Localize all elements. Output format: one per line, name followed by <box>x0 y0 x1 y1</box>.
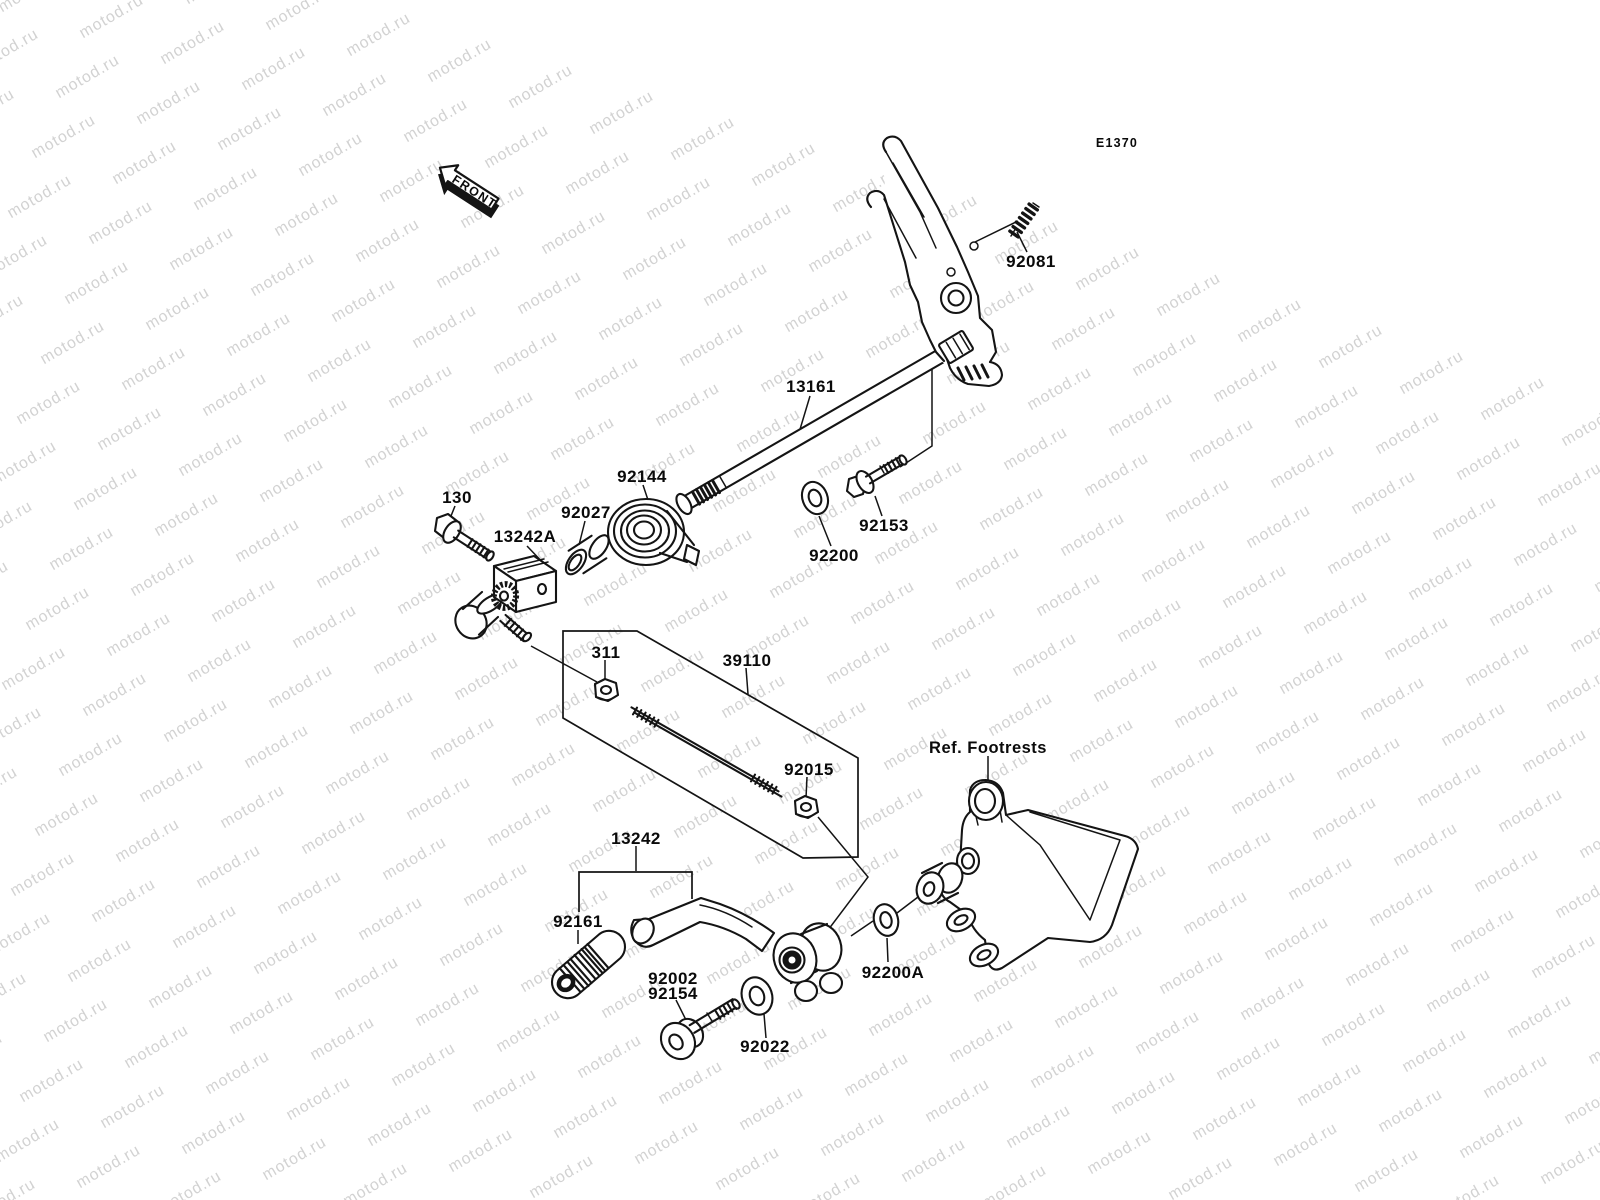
part-label-92015: 92015 <box>784 760 834 779</box>
leader-line-92144 <box>642 484 649 501</box>
part-label-311: 311 <box>592 643 621 662</box>
part-label-92153: 92153 <box>859 516 909 535</box>
leader-line-92153 <box>874 495 883 517</box>
leader-line-92081-assembly <box>974 220 1019 243</box>
shift-pedal-drawing <box>630 896 844 1003</box>
collar-92027-drawing <box>564 534 610 576</box>
nut-311-drawing <box>593 677 620 703</box>
footrest-bracket-drawing <box>915 778 1140 971</box>
detent-spring-92081-drawing <box>1008 202 1040 239</box>
leader-line-92200 <box>818 515 832 547</box>
shift-mechanism-drawing <box>866 135 1004 388</box>
part-label-13242A: 13242A <box>494 527 557 546</box>
part-label-92161: 92161 <box>553 912 603 931</box>
part-label-92027: 92027 <box>561 503 611 522</box>
group-box-39110 <box>562 630 859 859</box>
bolt-92002-92154-drawing <box>659 998 741 1061</box>
leader-line-311-assembly <box>530 645 598 683</box>
leader-line-92200A <box>886 937 889 963</box>
leader-line-92081 <box>1016 231 1028 253</box>
leader-line-92200A-assembly <box>896 896 919 914</box>
part-label-13242: 13242 <box>611 829 661 848</box>
tie-rod-39110-drawing <box>630 706 783 798</box>
nut-92015-drawing <box>793 794 820 820</box>
washer-92022-drawing <box>740 976 774 1016</box>
leader-line-92022 <box>763 1013 767 1039</box>
part-label-92144: 92144 <box>617 467 667 486</box>
pedal-rubber-92161-drawing <box>550 929 627 1000</box>
diagram-code: E1370 <box>1096 136 1138 150</box>
group-box-13242 <box>578 871 693 912</box>
part-label-92022: 92022 <box>740 1037 790 1056</box>
clamp-lever-13242A-drawing <box>454 554 558 643</box>
shift-shaft-13161-drawing <box>675 344 953 516</box>
front-arrow: FRONT <box>438 164 500 219</box>
part-label-92154: 92154 <box>648 984 698 1003</box>
part-label-92002: 92002 <box>648 969 698 988</box>
part-label-92200: 92200 <box>809 546 859 565</box>
bolt-130-drawing <box>433 512 495 562</box>
leader-line-39110 <box>745 667 749 695</box>
part-label-39110: 39110 <box>723 651 772 670</box>
leader-line-92027 <box>578 520 586 546</box>
part-label-92081: 92081 <box>1006 252 1056 271</box>
part-label-13161: 13161 <box>786 377 836 396</box>
part-label-ref-footrests: Ref. Footrests <box>929 739 1047 757</box>
part-label-92200A: 92200A <box>862 963 925 982</box>
leader-line-92015 <box>805 776 808 799</box>
leader-lines <box>448 220 1028 1039</box>
leader-line-92015-assembly <box>815 816 869 947</box>
washer-92200-drawing <box>800 480 830 516</box>
leader-line-92153-assembly <box>899 360 933 468</box>
part-label-130: 130 <box>442 488 472 507</box>
leader-line-boss-assembly <box>850 920 874 937</box>
bolt-92153-drawing <box>845 454 908 499</box>
washer-92200A-drawing <box>872 903 900 937</box>
return-spring-92144-drawing <box>606 497 701 567</box>
